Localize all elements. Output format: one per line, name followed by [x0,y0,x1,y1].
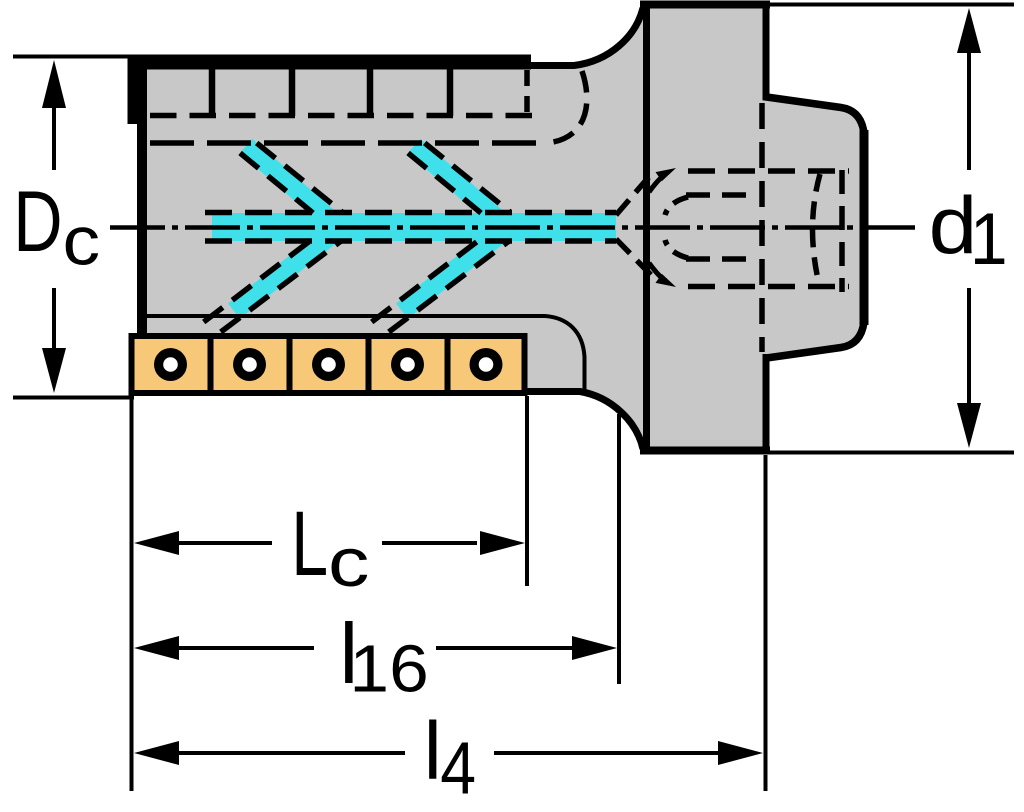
svg-text:4: 4 [440,726,476,809]
svg-text:1: 1 [970,198,1008,280]
svg-text:16: 16 [349,631,428,707]
svg-text:l: l [424,705,442,796]
svg-text:D: D [13,172,62,270]
svg-text:l: l [339,607,358,702]
svg-text:c: c [328,524,369,601]
svg-text:L: L [291,491,328,594]
svg-text:d: d [929,180,978,270]
svg-text:c: c [63,203,101,279]
